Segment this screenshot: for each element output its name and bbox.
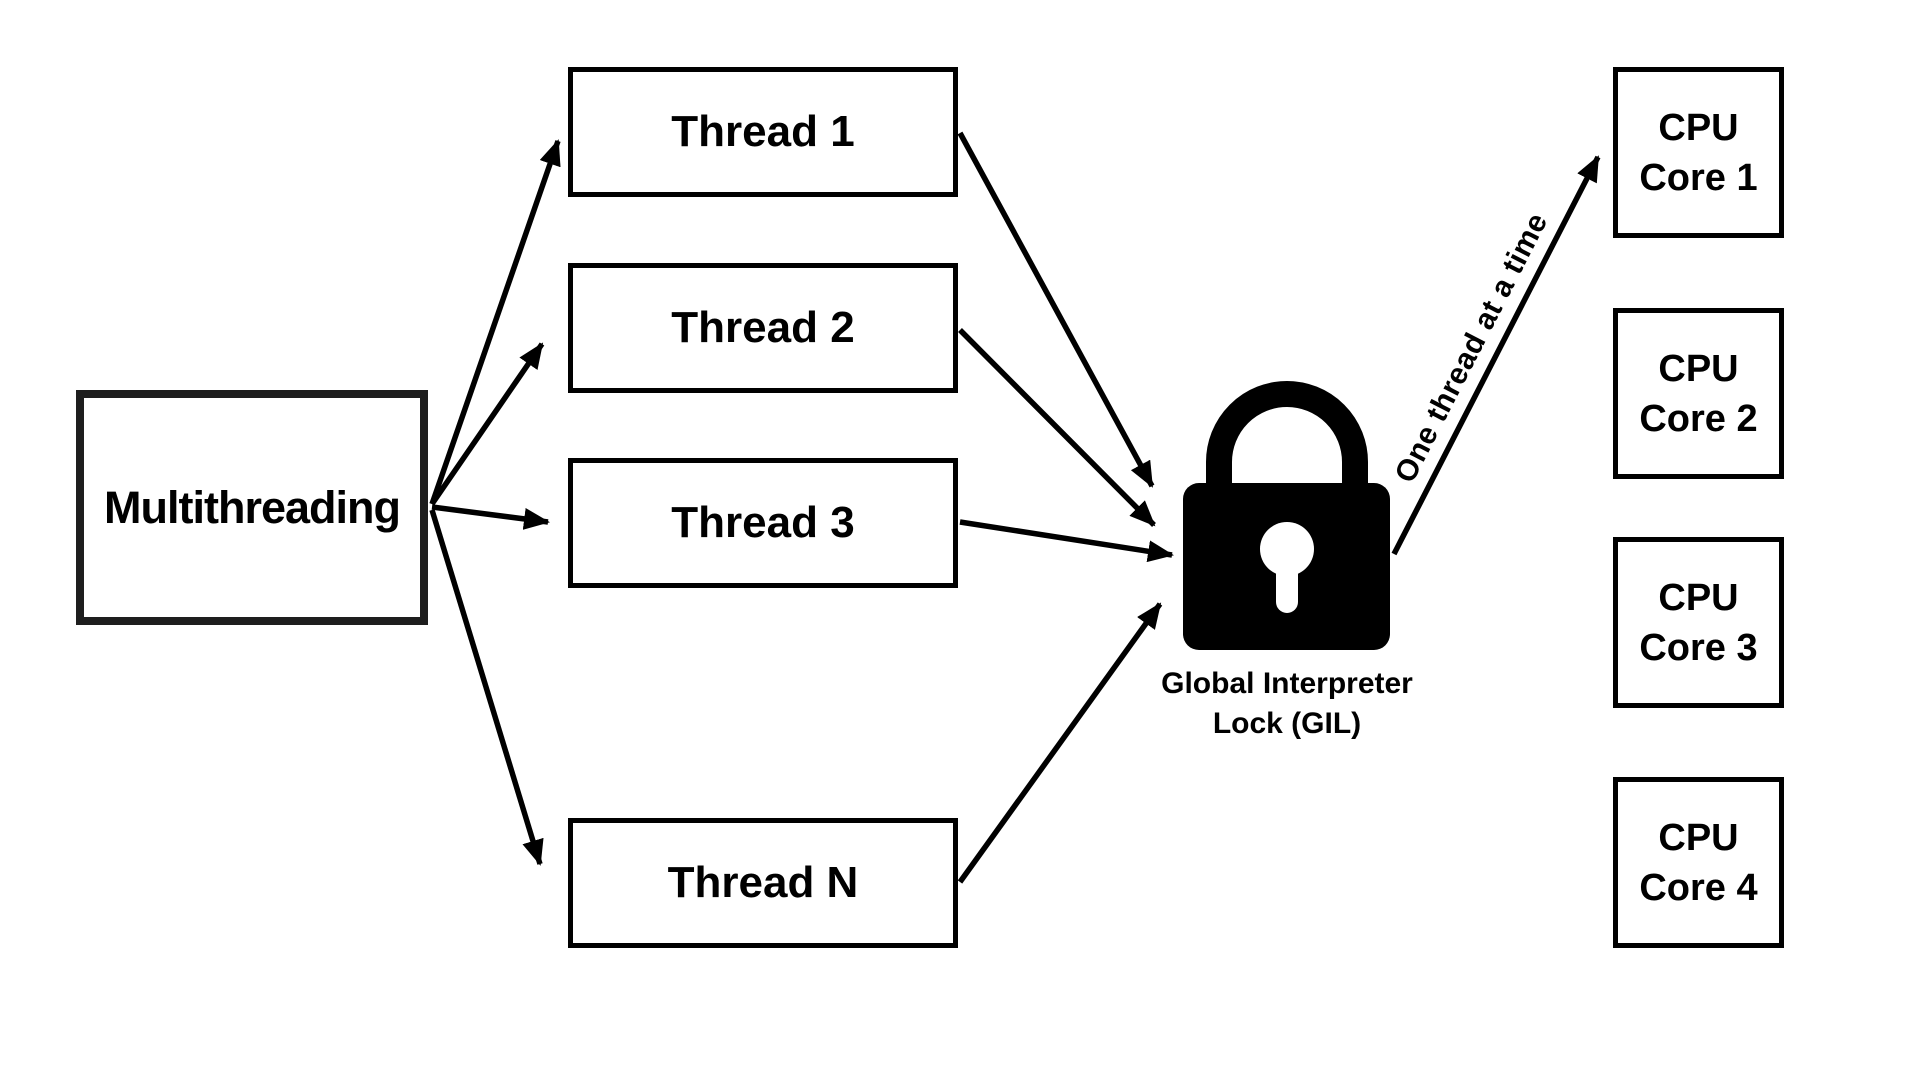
- cpu-core-2-line-1: CPU: [1658, 347, 1739, 390]
- arrow-multithreading-to-thread-3: [431, 504, 550, 530]
- cpu-core-1-box: CPU Core 1: [1613, 67, 1784, 238]
- cpu-core-4-line-2: Core 4: [1639, 866, 1758, 909]
- cpu-core-2-line-2: Core 2: [1639, 397, 1758, 440]
- thread-1-box: Thread 1: [568, 67, 958, 197]
- thread-2-label: Thread 2: [671, 303, 855, 352]
- arrow-multithreading-to-thread-n: [429, 509, 544, 866]
- cpu-core-4-box: CPU Core 4: [1613, 777, 1784, 948]
- gil-caption: Global Interpreter Lock (GIL): [1087, 664, 1487, 744]
- thread-n-label: Thread N: [667, 858, 859, 907]
- thread-3-label: Thread 3: [671, 498, 855, 547]
- arrow-multithreading-to-thread-2: [429, 342, 545, 506]
- multithreading-box: Multithreading: [76, 390, 428, 625]
- arrow-thread-n-to-gil: [957, 602, 1163, 884]
- gil-caption-line-2: Lock (GIL): [1212, 707, 1362, 740]
- arrow-thread-3-to-gil: [959, 519, 1174, 563]
- cpu-core-2-box: CPU Core 2: [1613, 308, 1784, 479]
- cpu-core-1-line-1: CPU: [1658, 106, 1739, 149]
- cpu-core-3-line-2: Core 3: [1639, 626, 1758, 669]
- cpu-core-1-line-2: Core 1: [1639, 156, 1758, 199]
- multithreading-label: Multithreading: [104, 481, 401, 533]
- cpu-core-3-box: CPU Core 3: [1613, 537, 1784, 708]
- gil-caption-line-1: Global Interpreter: [1161, 667, 1413, 700]
- arrow-gil-to-core-1: [1391, 155, 1601, 556]
- thread-n-box: Thread N: [568, 818, 958, 948]
- connector-arrows: [429, 131, 1601, 884]
- thread-1-label: Thread 1: [671, 107, 855, 156]
- arrow-multithreading-to-thread-1: [429, 139, 561, 505]
- cpu-core-4-line-1: CPU: [1658, 816, 1739, 859]
- thread-3-box: Thread 3: [568, 458, 958, 588]
- arrow-thread-1-to-gil: [957, 131, 1155, 488]
- thread-2-box: Thread 2: [568, 263, 958, 393]
- cpu-core-3-line-1: CPU: [1658, 576, 1739, 619]
- arrow-thread-2-to-gil: [958, 328, 1156, 527]
- lock-icon: [1183, 381, 1390, 650]
